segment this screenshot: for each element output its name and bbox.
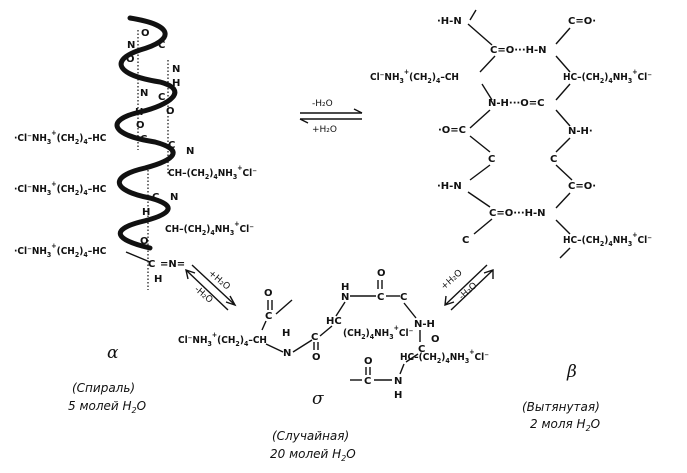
beta-water: 2 моля H2O	[530, 417, 600, 433]
atom-o: O	[136, 120, 145, 131]
beta-side-chain-left-1: Cl⁻NH3+(CH2)4–CH	[370, 68, 459, 85]
arrow-label-top: +H₂O	[206, 269, 232, 293]
atom-o: O	[166, 106, 175, 117]
atom-c: C	[158, 40, 165, 51]
atom-c: C	[462, 235, 469, 246]
side-chain-left-3: ·Cl⁻NH3+(CH2)4–HC	[14, 242, 107, 259]
sigma-side-chain-1: Cl⁻NH3+(CH2)4–CH	[178, 331, 267, 348]
sigma-water: 20 молей H2O	[270, 447, 356, 463]
alpha-name: (Спираль)	[72, 381, 135, 395]
atom-o: O	[140, 236, 149, 247]
atom-c: C	[265, 311, 272, 322]
atom-h: H	[394, 390, 402, 401]
atom-h: H	[172, 78, 180, 89]
side-chain-right-2: CH–(CH2)4NH3+Cl⁻	[165, 220, 254, 237]
sigma-symbol: σ	[312, 389, 324, 409]
sigma-side-chain-3: HC–(CH2)4NH3+Cl⁻	[400, 348, 489, 365]
atom-n: N	[170, 192, 178, 203]
label-beta: β (Вытянутая) 2 моля H2O	[522, 362, 600, 433]
arrow-alpha-beta: -H₂O +H₂O	[299, 99, 363, 135]
label-sigma: σ (Случайная) 20 молей H2O	[270, 389, 356, 463]
beta-side-chain-right-1: HC–(CH2)4NH3+Cl⁻	[563, 68, 652, 85]
alpha-water: 5 молей H2O	[68, 399, 146, 415]
beta-name: (Вытянутая)	[522, 400, 600, 414]
beta-symbol: β	[566, 362, 577, 382]
atom-c: C	[400, 292, 407, 303]
atom-c: C	[168, 140, 175, 151]
atom-c: C	[364, 376, 371, 387]
atom-c: C	[158, 92, 165, 103]
atom-o: O	[312, 352, 321, 363]
atom-c: C	[311, 332, 318, 343]
sigma-name: (Случайная)	[272, 429, 349, 443]
arrow-label-bottom: -H₂O	[192, 285, 214, 306]
arrow-label-top: +H₂O	[439, 268, 464, 292]
beta-co-1: C=O···H-N	[490, 45, 547, 56]
alpha-helix-structure: O N C O N H N C H O O ·Cl⁻NH3+(CH2)4–HC …	[14, 15, 257, 290]
label-alpha: α (Спираль) 5 молей H2O	[68, 343, 146, 415]
arrow-label-top: -H₂O	[312, 99, 333, 109]
atom-c: C	[152, 192, 159, 203]
atom-o: O	[126, 54, 135, 65]
atom-hc: HC	[326, 316, 342, 327]
bond	[125, 251, 151, 263]
beta-nh-2: N-H···O=C	[488, 98, 545, 109]
atom-h: H	[282, 328, 290, 339]
arrow-label-bottom: +H₂O	[312, 125, 337, 135]
atom-n: N	[186, 146, 194, 157]
side-chain-left-1: ·Cl⁻NH3+(CH2)4–HC	[14, 129, 107, 146]
atom-c: C	[550, 154, 557, 165]
atom-n: N	[394, 376, 402, 387]
atom-c: C	[488, 154, 495, 165]
atom-o: O	[141, 28, 150, 39]
atom-c: C	[148, 259, 155, 270]
random-coil-structure: O C Cl⁻NH3+(CH2)4–CH H N C O HC N H C O …	[178, 268, 489, 401]
side-chain-right-1: CH–(CH2)4NH3+Cl⁻	[168, 164, 257, 181]
atom-n: N	[127, 40, 135, 51]
beta-co-right-2: C=O·	[568, 181, 596, 192]
atom-o: O	[264, 288, 273, 299]
sigma-side-chain-2: (CH2)4NH3+Cl⁻	[343, 324, 414, 341]
atom-n: N	[172, 64, 180, 75]
atom-c: C	[418, 344, 425, 355]
side-chain-left-2: ·Cl⁻NH3+(CH2)4–HC	[14, 180, 107, 197]
atom-h: H	[154, 274, 162, 285]
arrow-beta-sigma: +H₂O -H₂O	[439, 264, 494, 311]
beta-co-2: C=O···H-N	[489, 208, 546, 219]
alpha-symbol: α	[107, 343, 119, 363]
atom-c: C	[140, 134, 147, 145]
atom-h: H	[142, 207, 150, 218]
atom-h: H	[341, 282, 349, 293]
beta-sheet-structure: ·H-N C=O···H-N Cl⁻NH3+(CH2)4–CH N-H···O=…	[370, 9, 652, 259]
beta-co-right-1: C=O·	[568, 16, 596, 27]
beta-nh-right: N-H·	[568, 126, 593, 137]
atom-n-double: =N=	[160, 259, 185, 270]
atom-nh: N-H	[414, 319, 435, 330]
beta-nh-3: ·H-N	[437, 181, 462, 192]
beta-side-chain-right-2: HC–(CH2)4NH3+Cl⁻	[563, 231, 652, 248]
atom-n: N	[283, 348, 291, 359]
atom-o: O	[377, 268, 386, 279]
beta-co-left: ·O=C	[438, 125, 466, 136]
atom-o: O	[364, 356, 373, 367]
atom-n: N	[140, 88, 148, 99]
atom-c: C	[377, 292, 384, 303]
helix-backbone	[114, 15, 178, 251]
arrow-label-bottom: -H₂O	[457, 281, 479, 302]
beta-nh-1: ·H-N	[437, 16, 462, 27]
atom-o: O	[431, 334, 440, 345]
arrow-alpha-sigma: +H₂O -H₂O	[185, 264, 237, 311]
atom-h: H	[135, 107, 143, 118]
atom-n: N	[341, 292, 349, 303]
